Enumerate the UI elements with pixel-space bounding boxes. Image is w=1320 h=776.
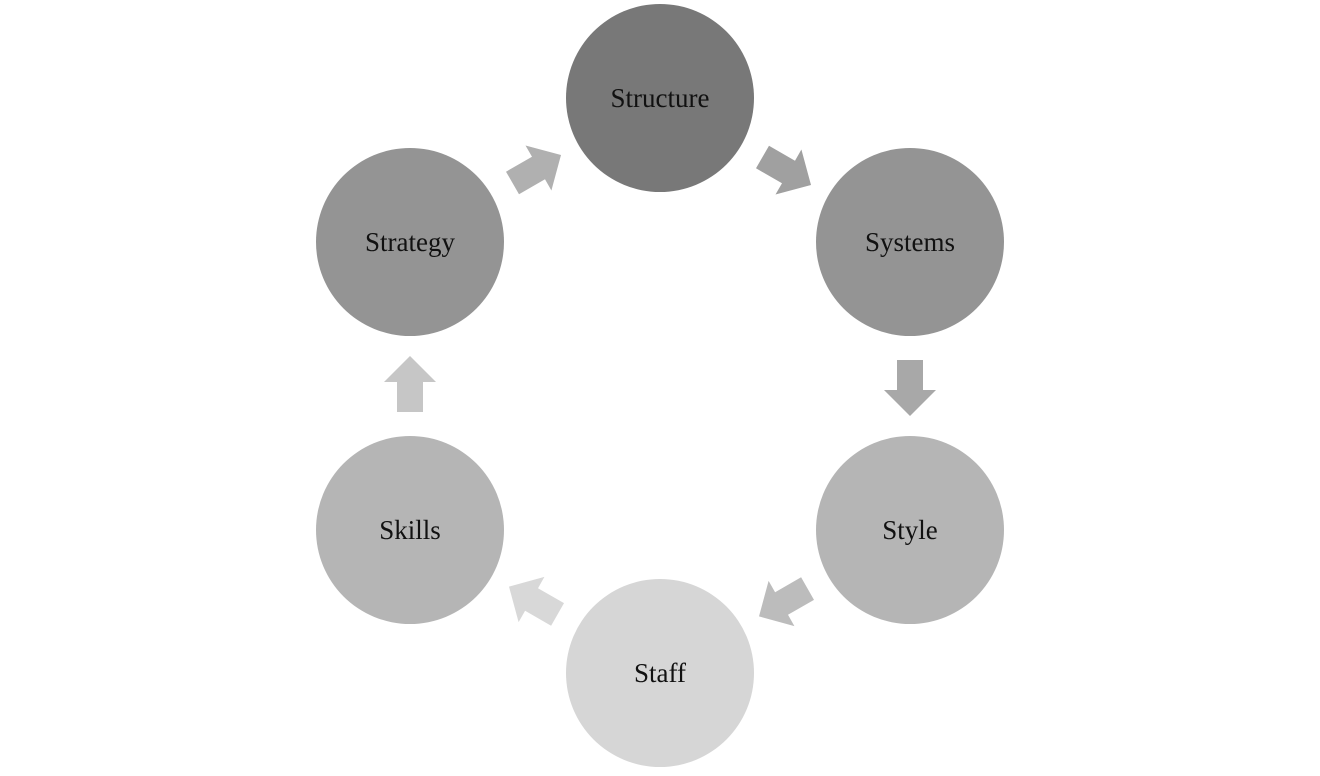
node-circle-staff (566, 579, 754, 767)
node-structure: Structure (566, 4, 754, 192)
node-label-style: Style (882, 515, 938, 545)
node-circle-strategy (316, 148, 504, 336)
node-skills: Skills (316, 436, 504, 624)
arrow-structure-to-systems (756, 145, 811, 195)
node-circle-structure (566, 4, 754, 192)
node-style: Style (816, 436, 1004, 624)
node-circle-style (816, 436, 1004, 624)
arrow-systems-to-style (884, 360, 936, 416)
node-label-structure: Structure (611, 83, 710, 113)
node-systems: Systems (816, 148, 1004, 336)
node-label-skills: Skills (379, 515, 441, 545)
node-label-staff: Staff (634, 658, 686, 688)
node-circle-systems (816, 148, 1004, 336)
node-label-strategy: Strategy (365, 227, 455, 257)
connector-arrows (384, 145, 936, 627)
arrow-skills-to-strategy (384, 356, 436, 412)
node-circle-skills (316, 436, 504, 624)
arrow-staff-to-skills (509, 576, 564, 626)
node-label-systems: Systems (865, 227, 955, 257)
node-strategy: Strategy (316, 148, 504, 336)
arrow-style-to-staff (759, 577, 814, 627)
arrow-strategy-to-structure (506, 145, 561, 195)
node-staff: Staff (566, 579, 754, 767)
